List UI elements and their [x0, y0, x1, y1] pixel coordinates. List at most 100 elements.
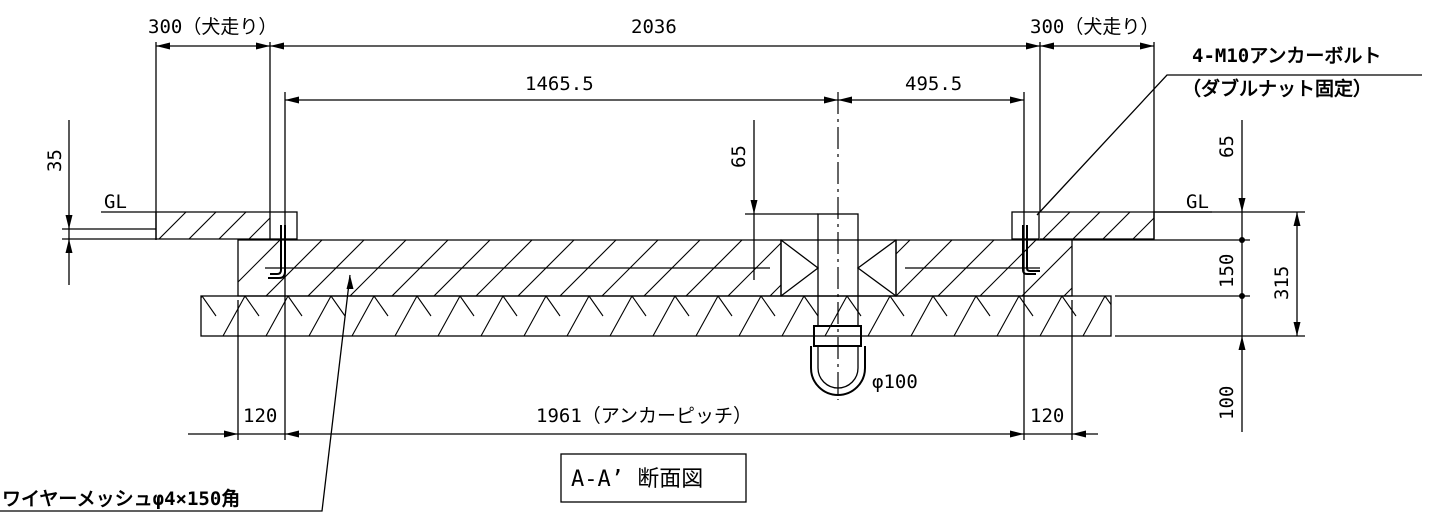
hatch-line	[910, 296, 934, 336]
anchor-bolt-note: （ダブルナット固定）	[1182, 77, 1372, 100]
pipe-assembly	[780, 92, 897, 400]
arrowhead	[1010, 430, 1024, 438]
arrowhead	[65, 215, 73, 229]
hatch-line	[824, 296, 848, 336]
arrowhead	[824, 96, 838, 104]
dim-total: 315	[1271, 266, 1293, 300]
hatch-line	[201, 296, 217, 317]
hatch-line	[158, 212, 187, 239]
hatch-line	[1102, 212, 1131, 239]
gl-right-label: GL	[1186, 191, 1209, 213]
hatch-line	[1126, 296, 1148, 336]
wire-mesh-label: ワイヤーメッシュφ4×150角	[2, 487, 240, 510]
hatch-line	[588, 296, 604, 317]
hatch-line	[279, 212, 306, 239]
dim-edge-left: 120	[243, 405, 277, 427]
hatch-line	[394, 296, 418, 336]
hatch-line	[811, 240, 869, 296]
hatch-line	[459, 296, 475, 317]
hatch-line	[996, 296, 1020, 336]
arrowhead	[224, 430, 238, 438]
arrowhead	[1140, 42, 1154, 50]
hatch-line	[1042, 212, 1071, 239]
arrowhead	[270, 42, 284, 50]
hatch-line	[1148, 296, 1162, 316]
hatch-line	[437, 296, 461, 336]
base-slab	[200, 295, 1162, 337]
hatch-line	[480, 296, 504, 336]
arrowhead	[285, 96, 299, 104]
hatch-line	[867, 296, 891, 336]
hatch-line	[238, 240, 281, 296]
dim-edge-right: 120	[1030, 405, 1064, 427]
hatch-line	[1163, 212, 1190, 239]
arrowhead	[1238, 198, 1246, 212]
dimension-lines	[0, 42, 1422, 512]
arrowhead	[346, 275, 354, 289]
hatch-line	[1061, 296, 1077, 317]
dim-top-right: 300（犬走り）	[1030, 16, 1159, 38]
hatch-line	[803, 296, 819, 317]
hatch-line	[188, 212, 217, 239]
hatch-line	[502, 296, 518, 317]
dim-left-depth: 35	[44, 149, 66, 172]
hatch-line	[738, 296, 762, 336]
dim-top-center: 2036	[631, 16, 677, 38]
gl-left-label: GL	[104, 191, 127, 213]
hatch-line	[1104, 296, 1111, 306]
hatch-line	[1021, 240, 1072, 296]
hatch-line	[1082, 296, 1106, 336]
arrowhead	[1072, 430, 1086, 438]
arrowhead	[838, 96, 852, 104]
hatch-line	[652, 296, 676, 336]
hatch-line	[631, 296, 647, 317]
pipe-diameter-label: φ100	[872, 371, 918, 393]
arrowhead	[1026, 42, 1040, 50]
dim-anchor-pitch: 1961（アンカーピッチ）	[536, 405, 752, 427]
hatch-line	[156, 212, 157, 213]
section-title-box	[560, 453, 747, 503]
dim-slab: 150	[1216, 254, 1238, 288]
hatch-line	[853, 240, 911, 296]
hatch-line	[238, 240, 239, 296]
hatch-line	[248, 217, 270, 239]
hatch-line	[1132, 217, 1154, 239]
dim-base: 100	[1216, 386, 1238, 420]
hatch-line	[889, 296, 905, 317]
hatch-line	[244, 296, 260, 317]
arrowhead	[1040, 42, 1054, 50]
hatch-line	[287, 296, 303, 317]
hatch-line	[975, 296, 991, 317]
dim-pipe-depth: 65	[728, 145, 750, 168]
hatch-line	[760, 296, 776, 317]
dimension-arrows	[65, 42, 1301, 438]
arrowhead	[1293, 322, 1301, 336]
hatch-line	[308, 296, 332, 336]
arrowhead	[285, 430, 299, 438]
arrowhead	[1010, 96, 1024, 104]
hatch-line	[545, 296, 561, 317]
hatch-line	[351, 296, 375, 336]
dim-mid-right: 495.5	[905, 73, 962, 95]
hatch-line	[265, 296, 289, 336]
dim-right-depth: 65	[1216, 135, 1238, 158]
anchor-cap-right	[1011, 211, 1040, 240]
hatch-line	[218, 212, 247, 239]
arrowhead	[65, 239, 73, 253]
hatch-line	[416, 296, 432, 317]
hatch-line	[1072, 212, 1101, 239]
arrowhead	[256, 42, 270, 50]
hatch-line	[201, 296, 203, 299]
anchor-bolt-right	[1022, 225, 1040, 275]
hatch-line	[932, 296, 948, 317]
section-title: A-A’ 断面図	[571, 467, 703, 492]
hatch-line	[1018, 296, 1034, 317]
hatch-line	[781, 296, 805, 336]
hatch-line	[695, 296, 719, 336]
dim-mid-left: 1465.5	[525, 73, 594, 95]
hatch-line	[609, 296, 633, 336]
dim-top-left: 300（犬走り）	[148, 16, 277, 38]
hatch-line	[846, 296, 862, 317]
hatch-line	[222, 296, 246, 336]
